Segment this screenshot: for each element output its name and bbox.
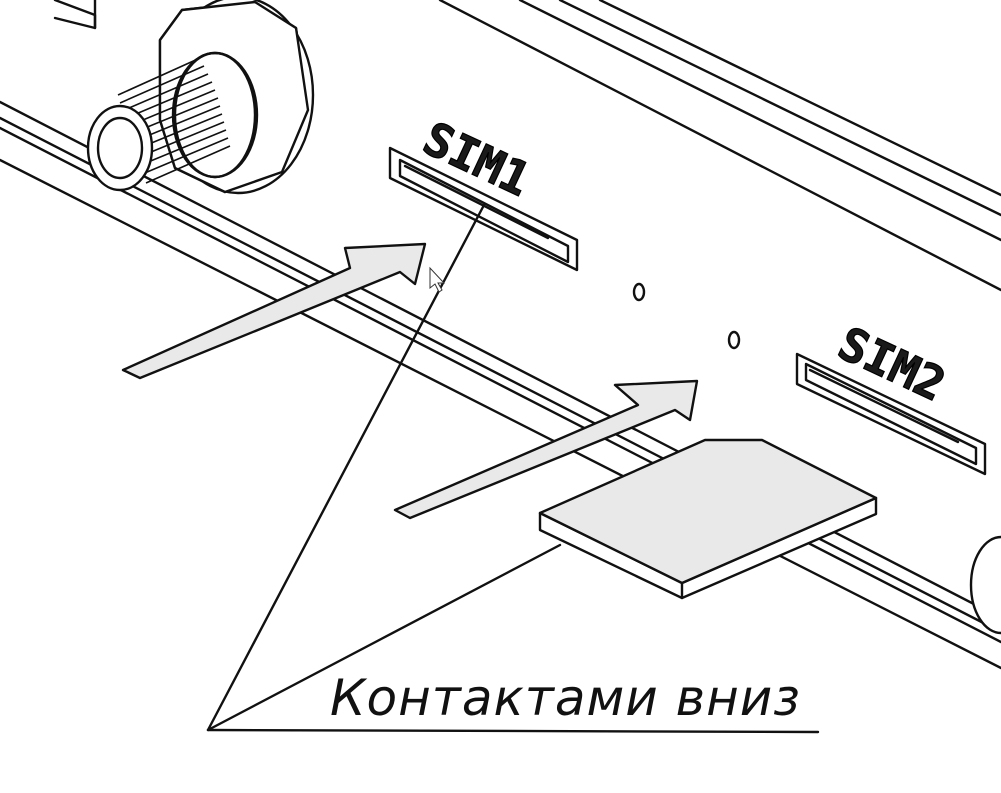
insert-arrow-icon	[393, 379, 699, 520]
antenna-connector	[86, 0, 315, 195]
right-connector	[969, 535, 1001, 635]
top-left-block	[53, 0, 97, 30]
caption-text: Контактами вниз	[330, 669, 801, 727]
device-top-edges	[438, 0, 1001, 292]
sim2-slot	[795, 352, 987, 476]
leader-lines	[206, 203, 820, 734]
led-indicator-2	[727, 330, 741, 350]
led-indicator-1	[632, 282, 646, 302]
cursor-arrow-icon	[429, 266, 446, 293]
sim-card	[538, 438, 878, 600]
insert-arrow-icon	[121, 242, 427, 380]
sim1-slot	[388, 146, 579, 272]
